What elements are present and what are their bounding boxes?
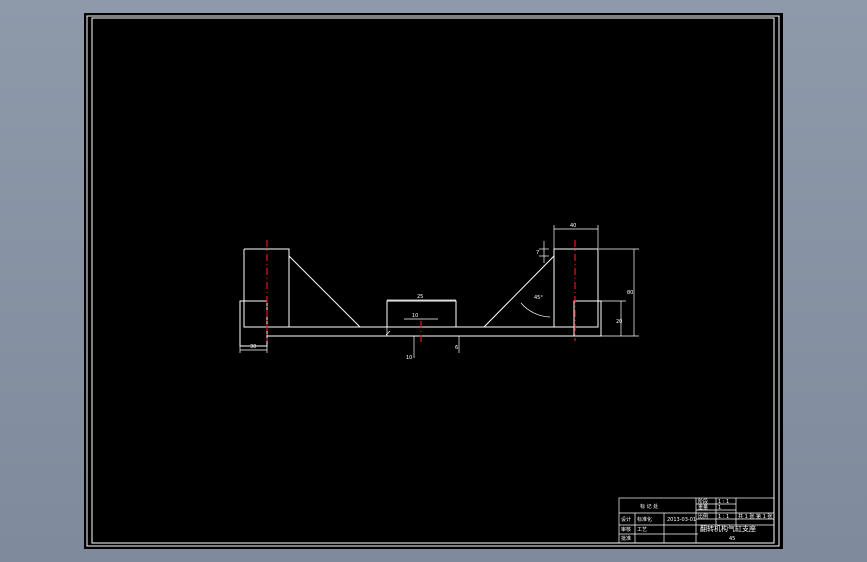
tb-scale-label: 比例: [698, 513, 708, 520]
tb-row-label-3: 批准: [621, 535, 631, 542]
tb-r2b: 1: [718, 505, 721, 511]
cad-drawing: 40 25 10 7 45° 80 20 30 10 6 标 记 处 设计 标准…: [86, 15, 780, 547]
dim-center-top-width: 25: [417, 294, 423, 300]
dim-angle: 45°: [534, 295, 543, 301]
tb-row-value-2: 工艺: [637, 527, 647, 533]
tb-scale-value: 1 : 1: [718, 514, 729, 520]
dim-right-lower-height: 20: [616, 319, 622, 325]
dim-overall-height: 80: [627, 290, 633, 296]
tb-r1b: 1 : 1: [718, 499, 729, 505]
outer-border: [86, 15, 780, 547]
dim-center-inner-width: 10: [412, 313, 418, 319]
dim-center-lower: 10: [406, 355, 412, 361]
tb-r2a: 重量: [698, 504, 708, 511]
tb-drawing-name: 翻转机构气缸支座: [700, 524, 756, 533]
inner-border: [91, 17, 775, 544]
dimension-lines: [239, 225, 639, 358]
tb-sheet-label: 共 1 张: [738, 513, 754, 520]
tb-header: 标 记 处: [640, 503, 658, 510]
tb-sheet-value: 第 1 张: [756, 513, 772, 520]
right-support: [483, 248, 602, 337]
tb-row-label-2: 审核: [621, 526, 631, 533]
left-support: [239, 248, 390, 347]
tb-r1a: 阶段: [698, 498, 708, 505]
tb-date: 2013-03-01: [667, 517, 696, 523]
dim-right-top-width: 40: [570, 223, 576, 229]
dim-left-bottom: 30: [250, 344, 256, 350]
dim-center-small: 6: [455, 345, 458, 351]
tb-row-label-1: 设计: [621, 516, 631, 523]
tb-row-value-1: 标准化: [637, 516, 652, 523]
tb-part-number: 45: [729, 536, 735, 542]
title-block: [618, 497, 775, 544]
cad-viewport[interactable]: 40 25 10 7 45° 80 20 30 10 6 标 记 处 设计 标准…: [84, 13, 783, 549]
dim-right-small-height: 7: [536, 250, 539, 256]
